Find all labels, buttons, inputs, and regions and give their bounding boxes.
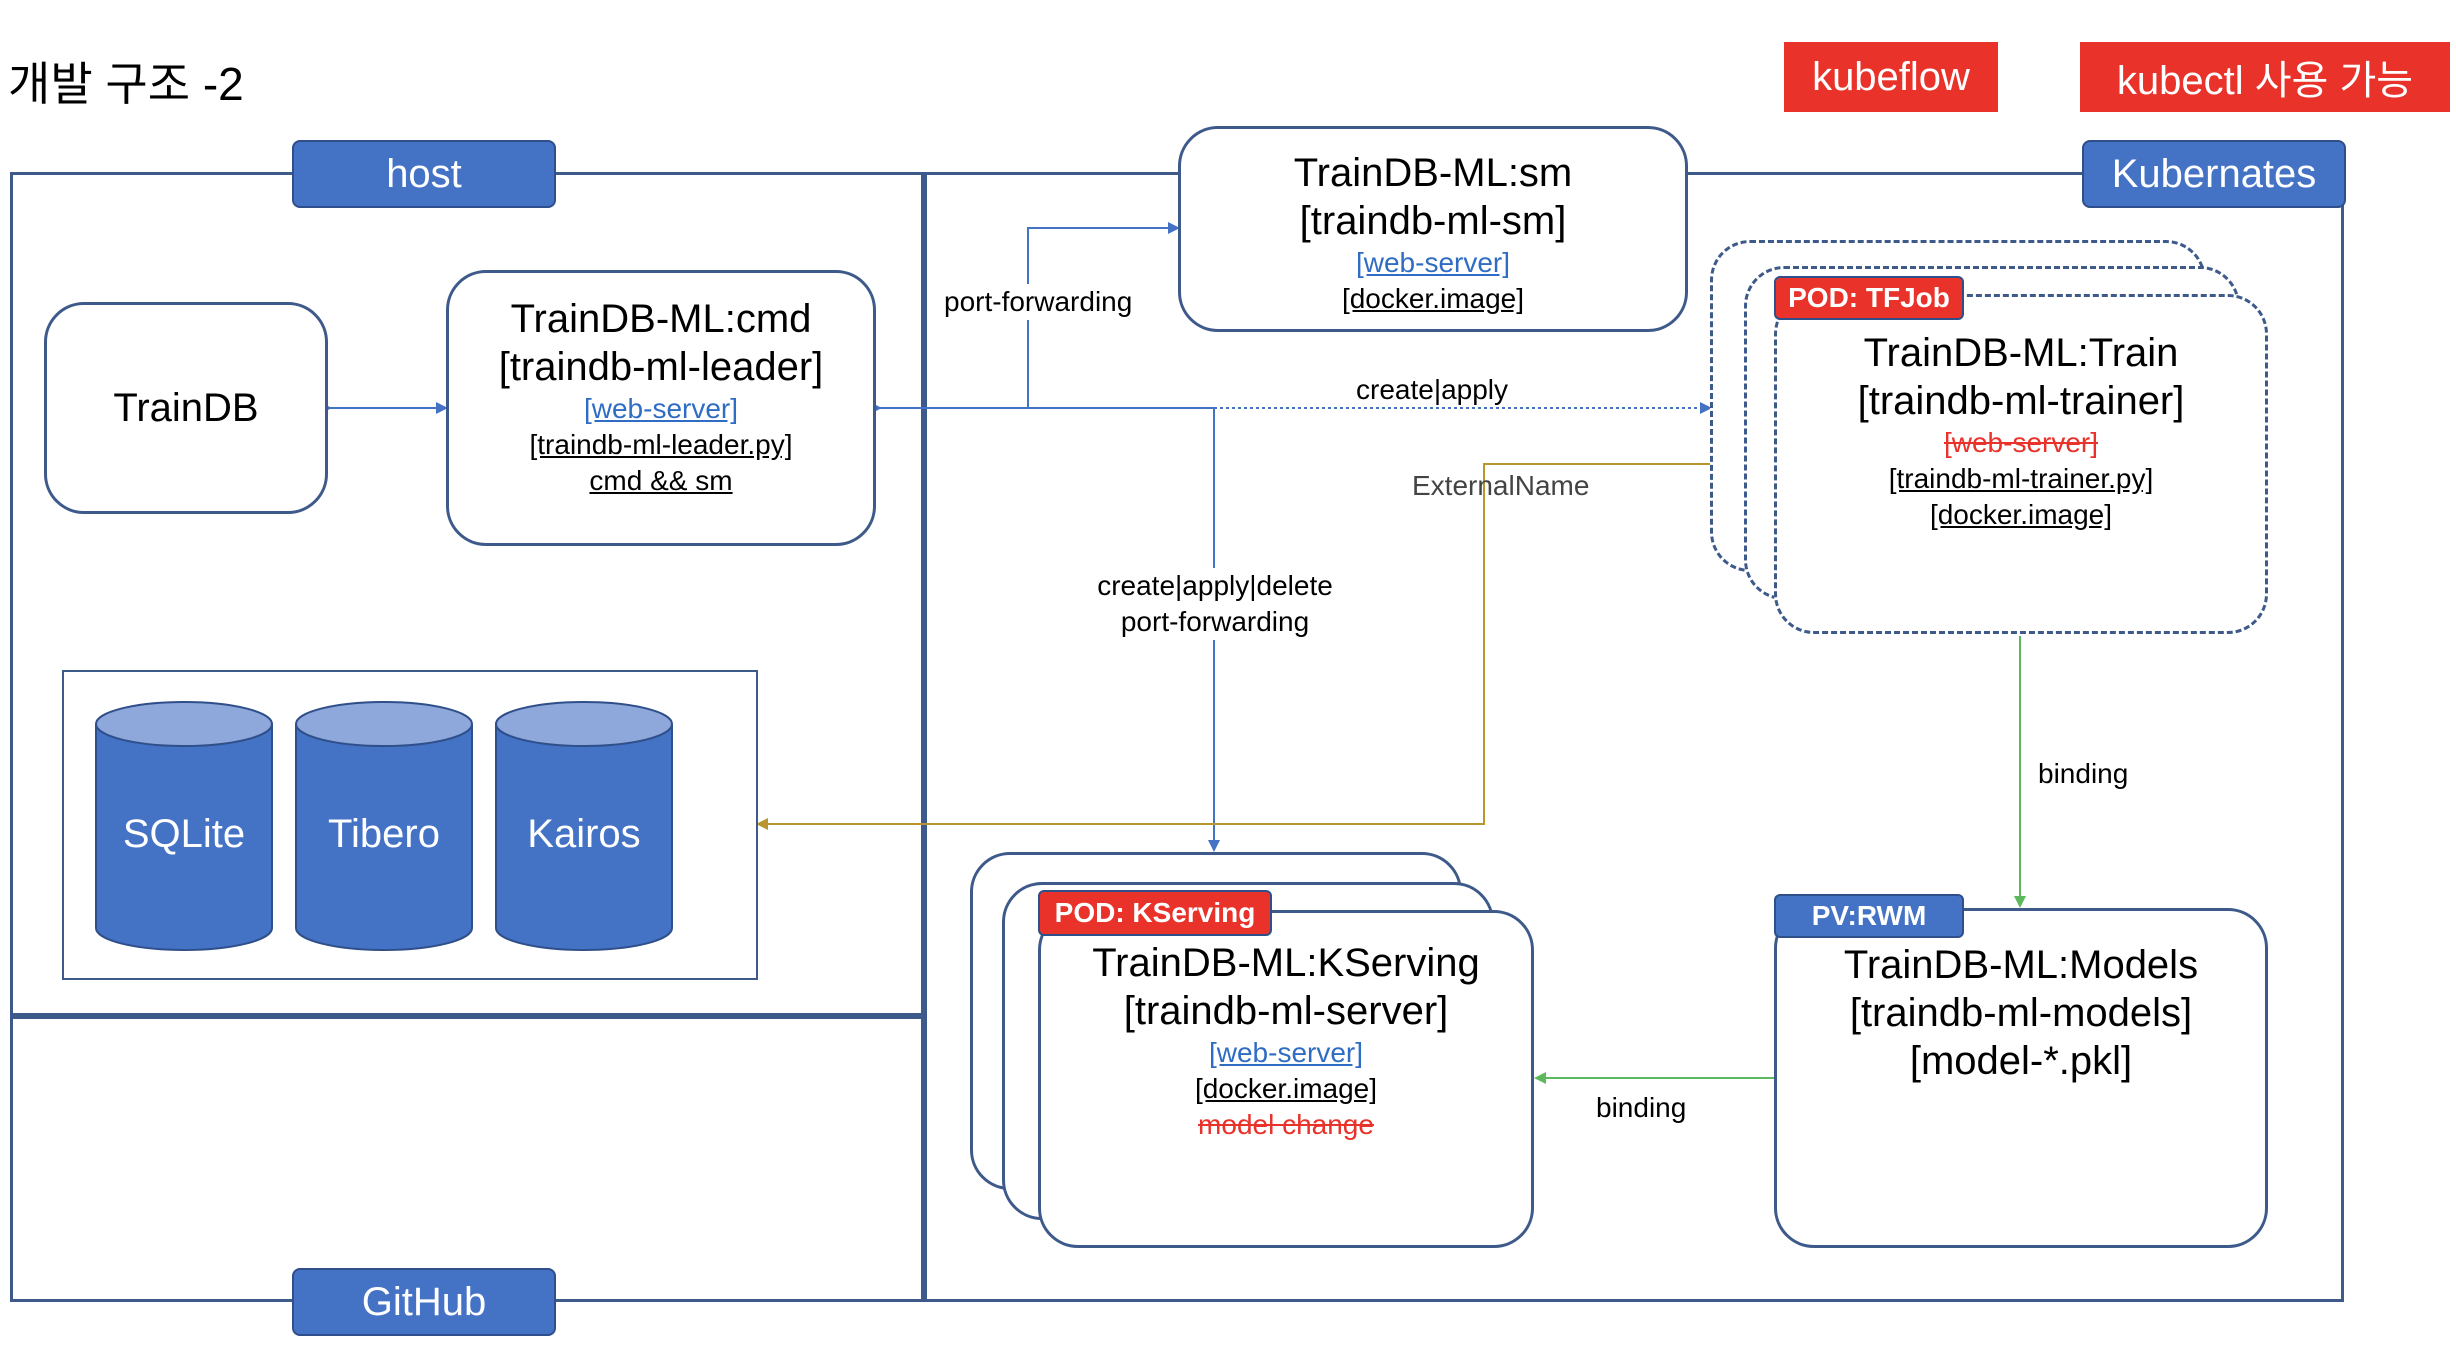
models-node: TrainDB-ML:Models [traindb-ml-models] [m… bbox=[1774, 908, 2268, 1248]
sm-subtitle: [traindb-ml-sm] bbox=[1299, 199, 1567, 243]
pv-rwm-tag: PV:RWM bbox=[1774, 894, 1964, 938]
cmd-mode: cmd && sm bbox=[589, 465, 733, 496]
host-tab: host bbox=[292, 140, 556, 208]
train-node: TrainDB-ML:Train [traindb-ml-trainer] [w… bbox=[1774, 294, 2268, 634]
kairos-cylinder bbox=[495, 701, 673, 951]
cmd-script: [traindb-ml-leader.py] bbox=[529, 429, 793, 460]
kserving-node: TrainDB-ML:KServing [traindb-ml-server] … bbox=[1038, 910, 1534, 1248]
kserving-web-server: [web-server] bbox=[1208, 1037, 1364, 1068]
sm-docker-image: [docker.image] bbox=[1341, 283, 1525, 314]
cmd-web-server: [web-server] bbox=[583, 393, 739, 424]
create-apply-label: create|apply bbox=[1356, 374, 1509, 405]
cmd-title: TrainDB-ML:cmd bbox=[510, 297, 812, 341]
kubectl-tag: kubectl 사용 가능 bbox=[2080, 42, 2450, 112]
sqlite-cylinder bbox=[95, 701, 273, 951]
external-name-edge bbox=[756, 458, 1786, 830]
kserving-title: TrainDB-ML:KServing bbox=[1092, 941, 1480, 985]
tibero-cylinder bbox=[295, 701, 473, 951]
train-script: [traindb-ml-trainer.py] bbox=[1888, 463, 2154, 494]
train-web-server: [web-server] bbox=[1943, 427, 2099, 458]
cmd-subtitle: [traindb-ml-leader] bbox=[498, 345, 824, 389]
train-subtitle: [traindb-ml-trainer] bbox=[1857, 379, 2185, 423]
external-name-label: ExternalName bbox=[1412, 470, 1590, 501]
database-group bbox=[62, 670, 758, 980]
kserving-model-change: model change bbox=[1198, 1109, 1374, 1140]
tfjob-pod-tag: POD: TFJob bbox=[1774, 276, 1964, 320]
kserving-docker-image: [docker.image] bbox=[1194, 1073, 1378, 1104]
kubernetes-tab: Kubernates bbox=[2082, 140, 2346, 208]
sm-web-server: [web-server] bbox=[1355, 247, 1511, 278]
create-apply-delete-label: create|apply|delete bbox=[1080, 568, 1350, 604]
models-file: [model-*.pkl] bbox=[1909, 1039, 2133, 1083]
port-forwarding-label: port-forwarding bbox=[944, 284, 1133, 320]
binding-label-2: binding bbox=[1596, 1092, 1687, 1123]
github-tab: GitHub bbox=[292, 1268, 556, 1336]
kubeflow-tag: kubeflow bbox=[1784, 42, 1998, 112]
binding-label-1: binding bbox=[2038, 758, 2129, 789]
kserving-pod-tag: POD: KServing bbox=[1038, 890, 1272, 936]
sqlite-label: SQLite bbox=[122, 812, 246, 856]
kserving-subtitle: [traindb-ml-server] bbox=[1123, 989, 1449, 1033]
train-title: TrainDB-ML:Train bbox=[1863, 331, 2179, 375]
cmd-node: TrainDB-ML:cmd [traindb-ml-leader] [web-… bbox=[446, 270, 876, 546]
traindb-node: TrainDB bbox=[44, 302, 328, 514]
port-forwarding-label-2: port-forwarding bbox=[1080, 604, 1350, 640]
models-title: TrainDB-ML:Models bbox=[1843, 943, 2199, 987]
sm-node: TrainDB-ML:sm [traindb-ml-sm] [web-serve… bbox=[1178, 126, 1688, 332]
models-subtitle: [traindb-ml-models] bbox=[1849, 991, 2193, 1035]
traindb-title: TrainDB bbox=[113, 386, 259, 430]
tibero-label: Tibero bbox=[328, 812, 440, 856]
sm-title: TrainDB-ML:sm bbox=[1293, 151, 1573, 195]
port-forwarding-edge bbox=[1027, 222, 1180, 408]
page-title: 개발 구조 -2 bbox=[8, 58, 244, 110]
kairos-label: Kairos bbox=[527, 812, 641, 856]
train-docker-image: [docker.image] bbox=[1929, 499, 2113, 530]
